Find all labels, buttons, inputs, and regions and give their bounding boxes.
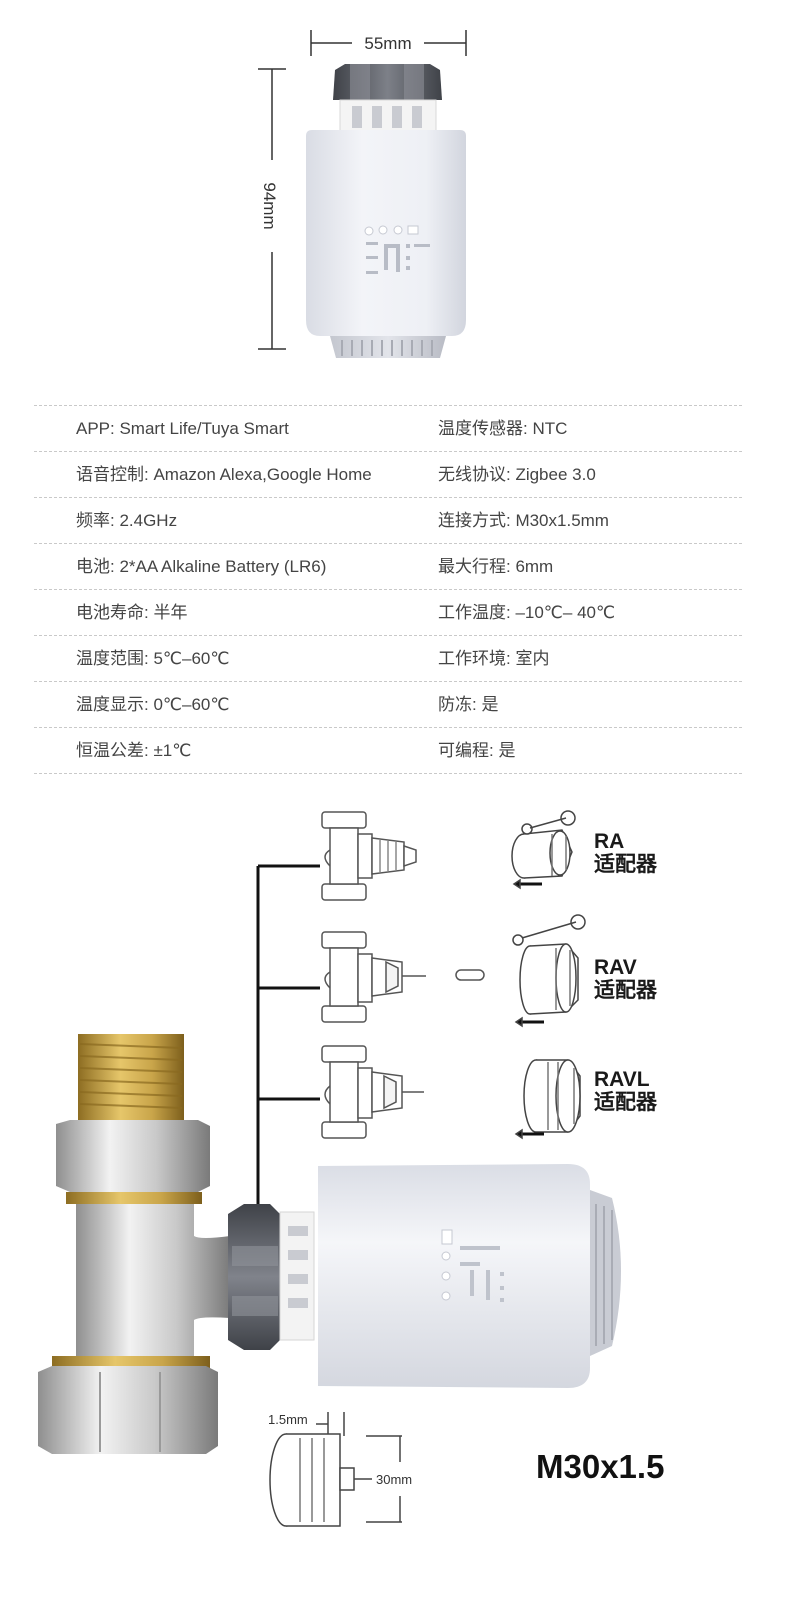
adapter-suffix: 适配器 [594, 1091, 657, 1114]
ra-adapter-drawing [511, 810, 576, 890]
spec-right: 最大行程: 6mm [438, 557, 554, 576]
spec-row: 温度范围: 5℃–60℃ 工作环境: 室内 [34, 635, 742, 681]
height-dimension: 94mm [258, 68, 286, 350]
installation-figure: 1.5mm 30mm RA 适配器 RAV 适配器 RAVL 适配器 [0, 790, 790, 1599]
thermostat-device [306, 64, 466, 358]
spec-row: 温度显示: 0℃–60℃ 防冻: 是 [34, 681, 742, 727]
spec-table: APP: Smart Life/Tuya Smart 温度传感器: NTC 语音… [34, 405, 742, 774]
rav-adapter-label: RAV 适配器 [594, 956, 657, 1002]
spec-right: 连接方式: M30x1.5mm [438, 511, 609, 530]
spec-row: APP: Smart Life/Tuya Smart 温度传感器: NTC [34, 405, 742, 451]
spec-row: 语音控制: Amazon Alexa,Google Home 无线协议: Zig… [34, 451, 742, 497]
spec-right: 工作环境: 室内 [438, 649, 550, 668]
ravl-adapter-drawing [514, 1059, 581, 1140]
adapter-name: RA [594, 830, 625, 853]
spec-right: 工作温度: –10℃– 40℃ [438, 603, 616, 622]
height-label: 94mm [260, 182, 279, 229]
spec-left: 电池: 2*AA Alkaline Battery (LR6) [76, 557, 327, 576]
thread-model-label: M30x1.5 [536, 1448, 665, 1485]
spec-right: 防冻: 是 [438, 695, 499, 714]
spec-row: 恒温公差: ±1℃ 可编程: 是 [34, 727, 742, 774]
spec-row: 频率: 2.4GHz 连接方式: M30x1.5mm [34, 497, 742, 543]
mounted-thermostat [228, 1164, 621, 1388]
spec-right: 无线协议: Zigbee 3.0 [438, 465, 596, 484]
product-dimension-figure: 55mm 94mm [0, 0, 790, 380]
spec-right: 可编程: 是 [438, 741, 516, 760]
adapter-name: RAVL [594, 1068, 650, 1091]
spec-left: 恒温公差: ±1℃ [76, 741, 192, 760]
valve-ra-drawing [321, 811, 417, 901]
width-dimension: 55mm [310, 30, 467, 56]
adapter-suffix: 适配器 [594, 979, 657, 1002]
radiator-valve [38, 1034, 230, 1454]
adapter-name: RAV [594, 956, 637, 979]
spec-left: 温度范围: 5℃–60℃ [76, 649, 230, 668]
thread-connector-drawing: 1.5mm 30mm [268, 1412, 412, 1527]
spec-left: APP: Smart Life/Tuya Smart [76, 419, 289, 438]
spec-left: 语音控制: Amazon Alexa,Google Home [76, 465, 372, 484]
spec-left: 频率: 2.4GHz [76, 511, 178, 530]
spec-row: 电池寿命: 半年 工作温度: –10℃– 40℃ [34, 589, 742, 635]
spec-left: 温度显示: 0℃–60℃ [76, 695, 230, 714]
spec-row: 电池: 2*AA Alkaline Battery (LR6) 最大行程: 6m… [34, 543, 742, 589]
connector-lines [256, 864, 320, 1205]
width-label: 55mm [364, 34, 411, 53]
ravl-adapter-label: RAVL 适配器 [594, 1068, 657, 1114]
spec-left: 电池寿命: 半年 [76, 603, 188, 622]
valve-rav-drawing [321, 931, 485, 1023]
spec-right: 温度传感器: NTC [438, 419, 568, 438]
thread-depth-label: 1.5mm [268, 1412, 308, 1427]
rav-adapter-drawing [512, 914, 586, 1028]
diameter-label: 30mm [376, 1472, 412, 1487]
adapter-suffix: 适配器 [594, 853, 657, 876]
ra-adapter-label: RA 适配器 [594, 830, 657, 876]
valve-ravl-drawing [321, 1045, 424, 1139]
